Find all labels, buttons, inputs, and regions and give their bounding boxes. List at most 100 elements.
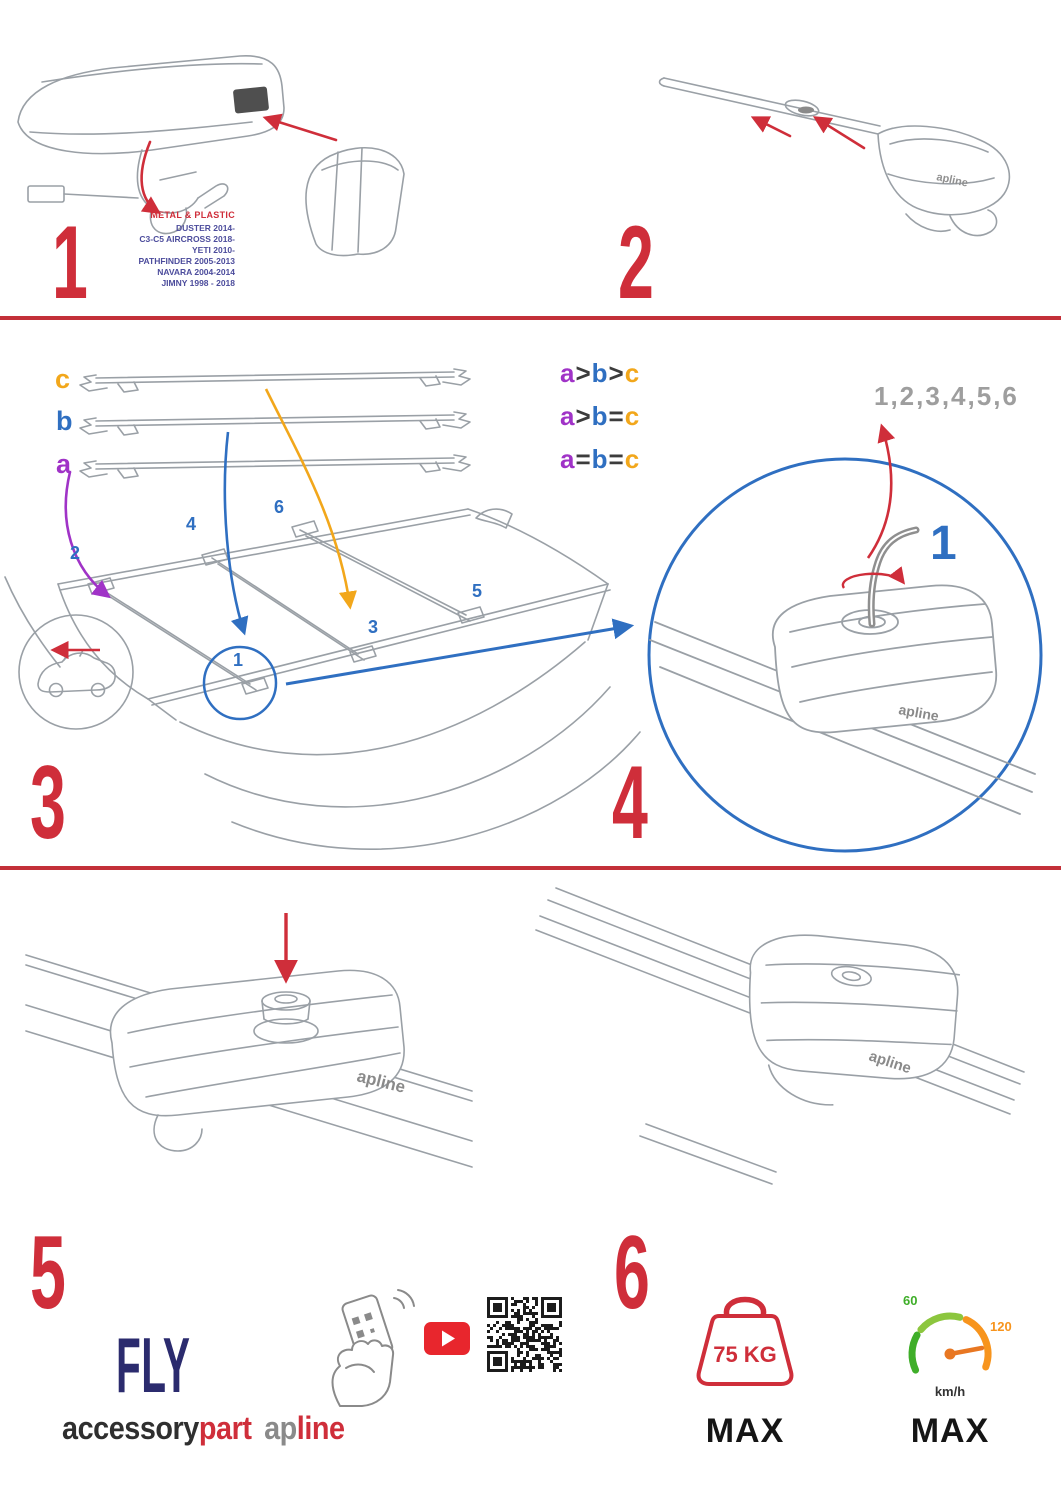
legend-b: b bbox=[591, 444, 609, 474]
foot-outline bbox=[109, 969, 405, 1117]
vehicle-model: NAVARA 2004-2014 bbox=[157, 267, 235, 277]
roof-rail-right bbox=[147, 583, 609, 700]
position-number-5: 5 bbox=[472, 581, 483, 601]
legend-op: > bbox=[608, 358, 625, 388]
rotate-arrow bbox=[841, 566, 906, 589]
signal-arcs bbox=[393, 1297, 405, 1309]
zoom-arrow bbox=[285, 618, 635, 686]
clamp-path-arrow bbox=[140, 140, 162, 215]
step3-4-diagram: apline bbox=[4, 368, 1043, 853]
cap-closed bbox=[830, 965, 872, 987]
step-6-number: 6 bbox=[614, 1215, 650, 1331]
qr-code bbox=[487, 1297, 562, 1372]
bar-label-b: b bbox=[56, 406, 73, 436]
weight-body bbox=[696, 1314, 794, 1386]
product-name: FLY bbox=[116, 1321, 191, 1409]
weight-handle bbox=[723, 1296, 767, 1319]
legend-a: a bbox=[560, 444, 576, 474]
legend-c: c bbox=[624, 444, 641, 474]
legend-c: c bbox=[624, 358, 641, 388]
hood-line bbox=[204, 686, 611, 808]
step6-assembled-sketch: apline bbox=[535, 887, 1025, 1185]
crossbar-b-sketch bbox=[79, 411, 471, 436]
weight-limit-icon bbox=[696, 1296, 794, 1386]
antenna-fin bbox=[475, 508, 513, 529]
legend-a: a bbox=[560, 401, 576, 431]
roof-rail-left bbox=[57, 508, 469, 585]
tightening-sequence: 1,2,3,4,5,6 bbox=[874, 381, 1019, 411]
length-legend-row-1: a>b>c bbox=[560, 360, 640, 386]
vehicle-model-list: DUSTER 2014- C3-C5 AIRCROSS 2018- YETI 2… bbox=[75, 223, 235, 289]
clamp-claw bbox=[136, 149, 199, 214]
clamp-claw bbox=[949, 209, 998, 237]
gauge-orange-arc bbox=[962, 1316, 992, 1371]
foot-outline bbox=[748, 934, 959, 1080]
bar-slot-hole bbox=[784, 99, 820, 117]
position-number-6: 6 bbox=[274, 497, 285, 517]
clamp-claw bbox=[153, 1114, 203, 1152]
length-legend-row-3: a=b=c bbox=[560, 446, 640, 472]
legend-op: = bbox=[608, 444, 625, 474]
arrow-c-orange bbox=[264, 388, 357, 610]
scan-phone-icon bbox=[331, 1289, 415, 1407]
position-number-4: 4 bbox=[186, 514, 197, 534]
legend-op: = bbox=[575, 444, 592, 474]
slide-arrow bbox=[750, 116, 792, 138]
roof-sketch bbox=[4, 508, 641, 850]
brand-ap: ap bbox=[264, 1410, 297, 1446]
zoom-circle bbox=[647, 457, 1043, 853]
sequence-arrow bbox=[866, 423, 896, 559]
crossbar-a-sketch bbox=[79, 454, 471, 479]
bar-label-a: a bbox=[56, 449, 72, 479]
brand-accessory: accessory bbox=[62, 1410, 199, 1446]
material-note: METAL & PLASTIC bbox=[150, 210, 235, 220]
vehicle-model: PATHFINDER 2005-2013 bbox=[138, 256, 235, 266]
assembly-arrow bbox=[262, 113, 338, 142]
position-number-3: 3 bbox=[368, 617, 379, 637]
legend-op: = bbox=[608, 401, 625, 431]
car-direction-inset bbox=[18, 614, 134, 730]
foot-outline bbox=[877, 125, 1011, 216]
speed-limit-icon bbox=[908, 1312, 992, 1374]
crossbar-outline bbox=[663, 77, 881, 127]
part-callout-box bbox=[27, 185, 65, 203]
cap-recess bbox=[253, 1018, 319, 1044]
gauge-green-arc bbox=[908, 1331, 921, 1374]
vehicle-model: DUSTER 2014- bbox=[175, 223, 235, 233]
step-1-number: 1 bbox=[52, 205, 88, 321]
max-weight-value: 75 KG bbox=[713, 1342, 777, 1367]
max-speed-label: MAX bbox=[910, 1412, 990, 1450]
vehicle-model: YETI 2010- bbox=[192, 245, 235, 255]
gauge-mid-arc bbox=[917, 1312, 964, 1334]
hand-outline bbox=[331, 1339, 395, 1407]
step-3-number: 3 bbox=[30, 745, 66, 861]
brand-part: part bbox=[198, 1410, 252, 1446]
vehicle-model: C3-C5 AIRCROSS 2018- bbox=[139, 234, 235, 244]
step5-cap-sketch: apline bbox=[25, 913, 473, 1168]
mounted-bar-2 bbox=[201, 548, 377, 663]
windshield-line bbox=[179, 641, 586, 756]
section-divider-bottom bbox=[0, 866, 1061, 870]
vehicle-model: JIMNY 1998 - 2018 bbox=[161, 278, 235, 288]
step-4-number: 4 bbox=[612, 745, 648, 861]
zoom-foot-sketch bbox=[649, 584, 1036, 815]
insert-arrow bbox=[812, 116, 866, 150]
foot-logo: apline bbox=[935, 171, 969, 189]
cover-shell-outline bbox=[305, 146, 405, 257]
position-number-2: 2 bbox=[70, 543, 81, 563]
legend-b: b bbox=[591, 358, 609, 388]
mounted-bar-3 bbox=[291, 520, 485, 624]
bar-label-c: c bbox=[55, 364, 71, 394]
section-divider-top bbox=[0, 316, 1061, 320]
youtube-icon bbox=[424, 1322, 470, 1355]
speed-low-label: 60 bbox=[903, 1293, 918, 1308]
step-5-number: 5 bbox=[30, 1215, 66, 1331]
step2-bar-sketch: apline bbox=[658, 77, 1011, 237]
clamp-highlight-circle bbox=[202, 645, 278, 721]
legend-op: > bbox=[575, 358, 592, 388]
legend-c: c bbox=[624, 401, 641, 431]
brand-line: line bbox=[296, 1410, 345, 1446]
sequence-highlight: 1 bbox=[930, 517, 957, 570]
speed-high-label: 120 bbox=[990, 1319, 1012, 1334]
